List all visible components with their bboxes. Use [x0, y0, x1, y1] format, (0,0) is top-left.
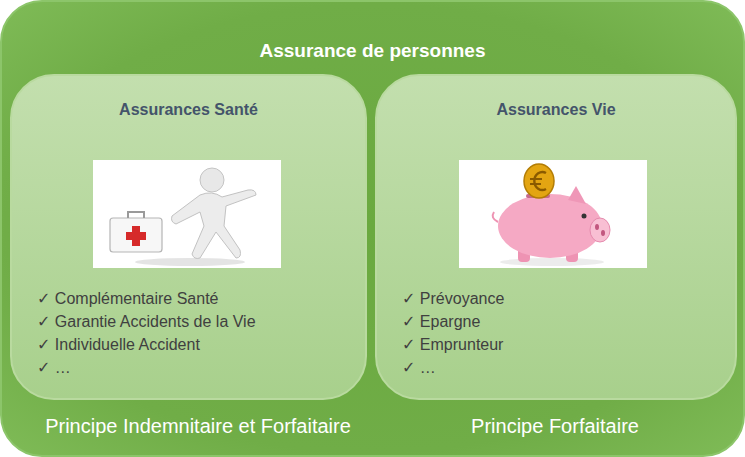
principle-label: Principe Indemnitaire et Forfaitaire: [45, 415, 351, 438]
category-panel: Assurances Vie ✓ Prévoyance✓ Epargne✓ Emp…: [375, 74, 737, 400]
bullet-list: ✓ Prévoyance✓ Epargne✓ Emprunteur✓ …: [402, 287, 504, 379]
diagram-title: Assurance de personnes: [2, 40, 743, 62]
savings-illustration: [459, 160, 647, 268]
bullet-item: ✓ Epargne: [402, 310, 504, 333]
principle-label: Principe Forfaitaire: [471, 415, 639, 438]
bullet-item: ✓ Complémentaire Santé: [37, 287, 256, 310]
bullet-list: ✓ Complémentaire Santé✓ Garantie Acciden…: [37, 287, 256, 379]
bullet-item: ✓ …: [402, 356, 504, 379]
bullet-item: ✓ Prévoyance: [402, 287, 504, 310]
bullet-item: ✓ …: [37, 356, 256, 379]
bullet-item: ✓ Individuelle Accident: [37, 333, 256, 356]
panel-heading: Assurances Santé: [12, 100, 365, 119]
bullet-item: ✓ Emprunteur: [402, 333, 504, 356]
health-illustration: [93, 160, 281, 268]
panel-heading: Assurances Vie: [377, 100, 735, 119]
bullet-item: ✓ Garantie Accidents de la Vie: [37, 310, 256, 333]
category-panel: Assurances Santé✓ Complémentaire Santé✓ …: [10, 74, 367, 400]
